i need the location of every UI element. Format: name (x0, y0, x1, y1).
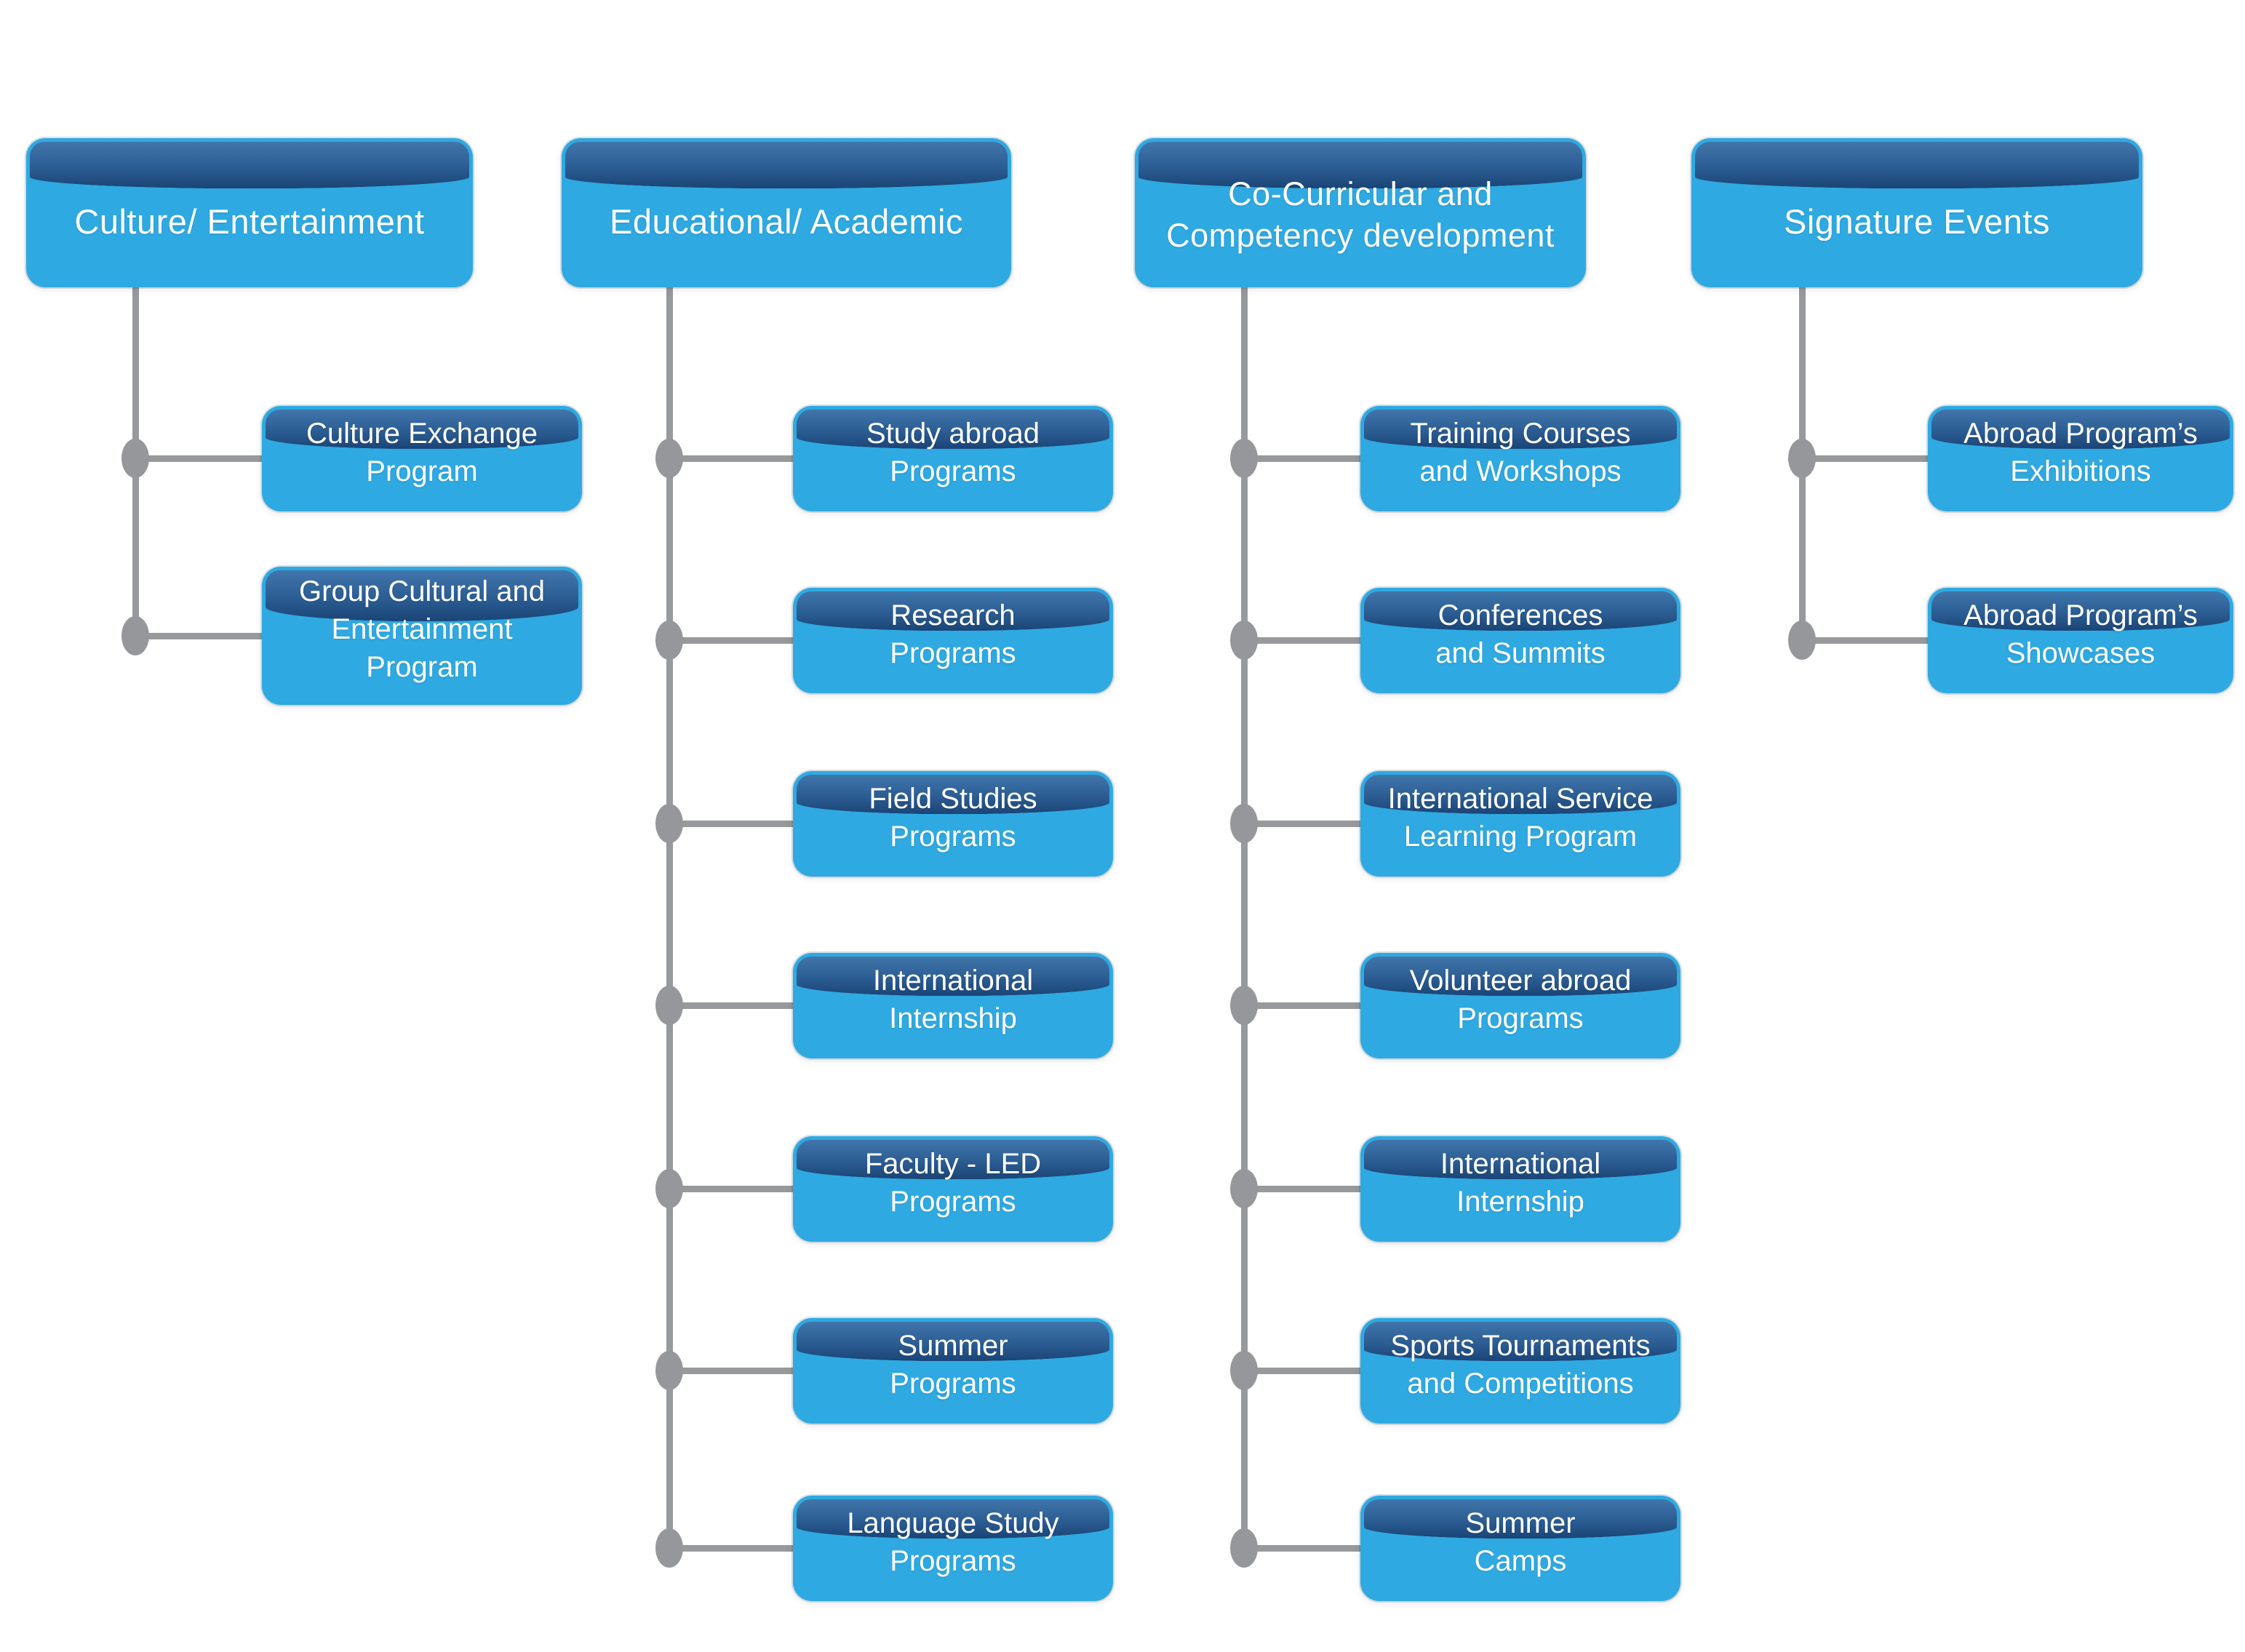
child-label: Sports Tournaments and Competitions (1390, 1329, 1651, 1400)
child-faculty-led-programs: Faculty - LED Programs (793, 1136, 1113, 1242)
child-summer-camps: Summer Camps (1360, 1496, 1680, 1601)
connector-stub (669, 1545, 793, 1552)
connector-stub (1244, 1545, 1360, 1552)
connector-node (655, 986, 683, 1025)
child-label: Culture Exchange Program (306, 417, 538, 487)
header-label: Co-Curricular and Competency development (1166, 175, 1555, 254)
child-culture-exchange-program: Culture Exchange Program (262, 406, 582, 511)
connector-node (655, 1169, 683, 1208)
connector-stub (1244, 821, 1360, 827)
connector-node (655, 804, 683, 843)
header-culture-entertainment: Culture/ Entertainment (26, 138, 473, 287)
child-summer-programs: Summer Programs (793, 1318, 1113, 1424)
child-field-studies-programs: Field Studies Programs (793, 771, 1113, 877)
header-signature-events: Signature Events (1691, 138, 2142, 287)
child-label: International Internship (1440, 1147, 1601, 1218)
child-volunteer-abroad-programs: Volunteer abroad Programs (1360, 953, 1680, 1058)
child-label: Field Studies Programs (869, 782, 1037, 853)
header-cocurricular-competency-development: Co-Curricular and Competency development (1135, 138, 1586, 287)
connector-stub (1244, 1186, 1360, 1192)
child-label: Volunteer abroad Programs (1409, 964, 1632, 1034)
connector-node (1230, 986, 1258, 1025)
child-label: Group Cultural and Entertainment Program (299, 575, 545, 683)
child-label: Training Courses and Workshops (1410, 417, 1631, 487)
child-sports-tournaments-competitions: Sports Tournaments and Competitions (1360, 1318, 1680, 1424)
connector-stub (669, 1002, 793, 1009)
connector-node (1788, 621, 1816, 660)
connector-stub (1244, 1002, 1360, 1009)
connector-stub (669, 637, 793, 644)
connector-node (655, 1528, 683, 1568)
connector-stub (669, 1368, 793, 1374)
child-label: Study abroad Programs (866, 417, 1040, 487)
connector-stub (1802, 455, 1928, 462)
child-label: Conferences and Summits (1435, 599, 1606, 669)
connector-node (1230, 1351, 1258, 1390)
header-educational-academic: Educational/ Academic (562, 138, 1011, 287)
connector-node (1230, 439, 1258, 478)
connector-stub (1802, 637, 1928, 644)
child-group-cultural-entertainment-program: Group Cultural and Entertainment Program (262, 567, 582, 705)
connector-node (1230, 804, 1258, 843)
connector-node (1230, 1528, 1258, 1568)
connector-node (1788, 439, 1816, 478)
connector-stub (1244, 1368, 1360, 1374)
connector-node (121, 616, 149, 655)
header-label: Signature Events (1784, 202, 2050, 241)
child-training-courses-workshops: Training Courses and Workshops (1360, 406, 1680, 511)
connector-stub (135, 633, 262, 639)
header-label: Culture/ Entertainment (74, 202, 425, 241)
child-international-service-learning-program: International Service Learning Program (1360, 771, 1680, 877)
header-label: Educational/ Academic (609, 202, 963, 241)
child-conferences-summits: Conferences and Summits (1360, 588, 1680, 693)
child-label: Summer Programs (890, 1329, 1016, 1400)
connector-stub (1244, 637, 1360, 644)
connector-stub (1244, 455, 1360, 462)
connector-stub (135, 455, 262, 462)
child-international-internship-2: International Internship (1360, 1136, 1680, 1242)
child-label: International Internship (872, 964, 1034, 1034)
connector-node (655, 621, 683, 660)
connector-node (121, 439, 149, 478)
child-label: Faculty - LED Programs (864, 1147, 1042, 1218)
connector-node (1230, 1169, 1258, 1208)
connector-stub (669, 1186, 793, 1192)
connector-node (655, 439, 683, 478)
connector-stub (669, 455, 793, 462)
connector-node (655, 1351, 683, 1390)
child-research-programs: Research Programs (793, 588, 1113, 693)
connector-trunk (666, 287, 673, 1548)
connector-trunk (1241, 287, 1248, 1548)
child-label: Summer Camps (1465, 1507, 1576, 1577)
child-label: Abroad Program’s Showcases (1963, 599, 2198, 669)
child-language-study-programs: Language Study Programs (793, 1496, 1113, 1601)
child-label: International Service Learning Program (1387, 782, 1654, 853)
child-study-abroad-programs: Study abroad Programs (793, 406, 1113, 511)
child-label: Language Study Programs (847, 1507, 1059, 1577)
connector-stub (669, 821, 793, 827)
child-international-internship: International Internship (793, 953, 1113, 1058)
child-abroad-programs-exhibitions: Abroad Program’s Exhibitions (1928, 406, 2233, 511)
child-abroad-programs-showcases: Abroad Program’s Showcases (1928, 588, 2233, 693)
child-label: Abroad Program’s Exhibitions (1963, 417, 2198, 487)
child-label: Research Programs (890, 599, 1016, 669)
connector-node (1230, 621, 1258, 660)
